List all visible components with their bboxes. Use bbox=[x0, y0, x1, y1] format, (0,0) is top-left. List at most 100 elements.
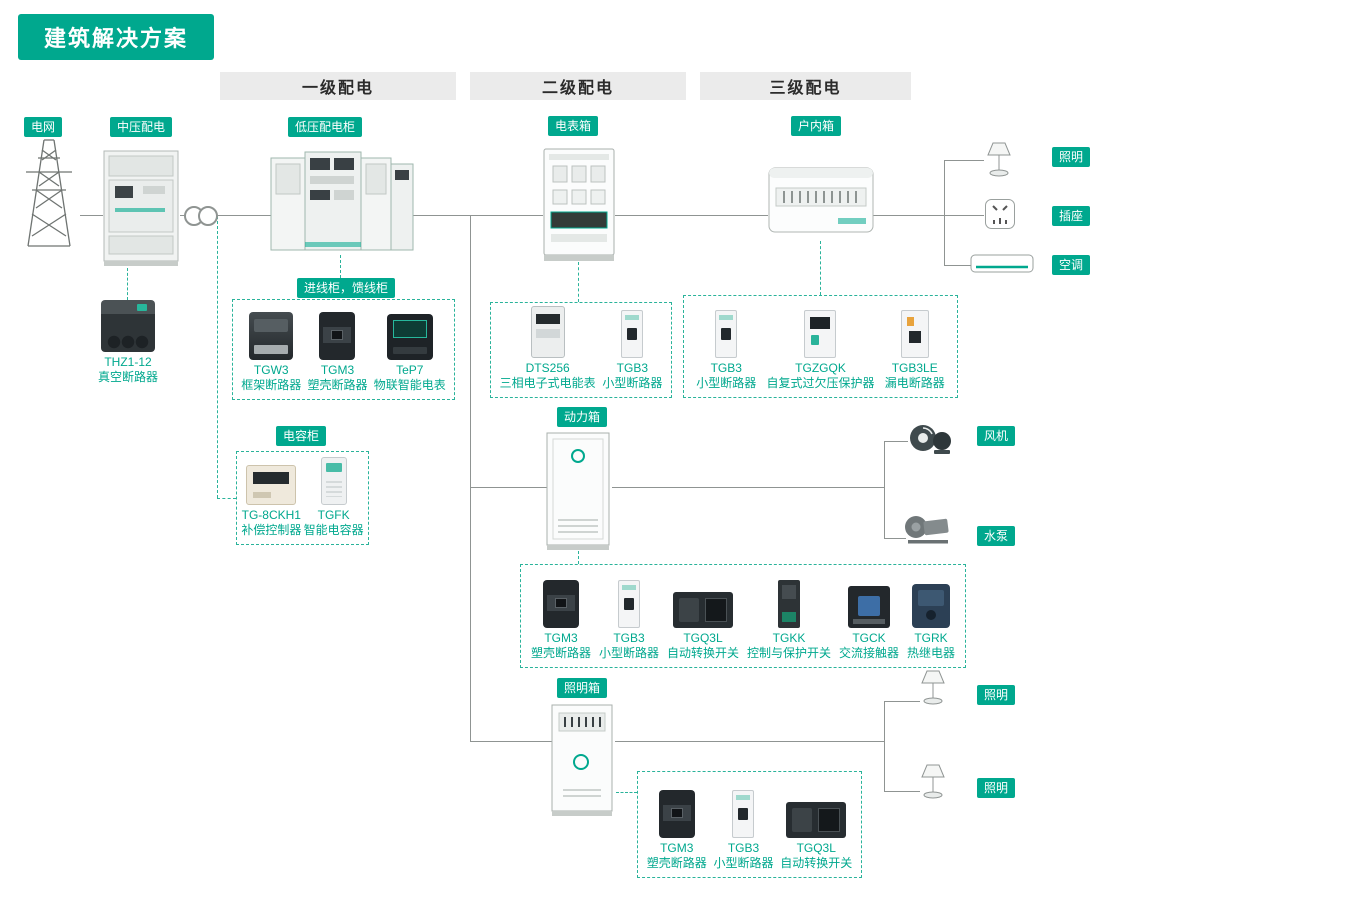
product-card: TGM3 塑壳断路器 bbox=[307, 308, 368, 393]
product-desc: 交流接触器 bbox=[838, 646, 899, 660]
product-name: TGM3 bbox=[660, 841, 694, 855]
line-mv-to-lv bbox=[180, 215, 272, 216]
product-desc: 塑壳断路器 bbox=[646, 856, 707, 870]
product-card: TeP7 物联智能电表 bbox=[374, 308, 446, 393]
line-indoor-to-branch bbox=[872, 215, 944, 216]
tag-fan: 风机 bbox=[977, 426, 1016, 446]
pump-icon bbox=[905, 516, 949, 544]
product-name: TGM3 bbox=[320, 363, 355, 377]
meter-box-image bbox=[543, 148, 615, 261]
product-desc: 物联智能电表 bbox=[373, 378, 446, 392]
tgm3-breaker-image bbox=[319, 312, 356, 360]
product-name: THZ1-12 bbox=[104, 355, 152, 369]
tag-lighting-box: 照明箱 bbox=[557, 678, 608, 698]
product-desc: 小型断路器 bbox=[696, 376, 757, 390]
product-name: TG-8CKH1 bbox=[241, 508, 301, 522]
product-card: TGZGQK 自复式过欠压保护器 bbox=[766, 306, 875, 391]
tag-meter-box: 电表箱 bbox=[548, 116, 599, 136]
product-name: TGB3LE bbox=[891, 361, 938, 375]
transformer-symbol-circle-2 bbox=[198, 206, 218, 226]
group-meter-box: DTS256 三相电子式电能表 TGB3 小型断路器 bbox=[490, 302, 672, 398]
line-stub-lamp-3 bbox=[884, 791, 920, 792]
tag-lighting-3: 照明 bbox=[977, 778, 1016, 798]
line-lamps-vertical bbox=[884, 701, 885, 791]
dashed-capacitor-stub bbox=[217, 498, 236, 499]
lv-switchgear-image bbox=[270, 151, 414, 251]
tgq3l-ats-image bbox=[672, 592, 733, 628]
dashed-lightbox-to-group bbox=[616, 792, 637, 793]
group-indoor-box: TGB3 小型断路器 TGZGQK 自复式过欠压保护器 TGB3LE 漏电断路器 bbox=[683, 295, 958, 398]
product-card: TGRK 热继电器 bbox=[907, 576, 955, 661]
tag-incoming-feeder: 进线柜，馈线柜 bbox=[297, 278, 396, 298]
indoor-box-image bbox=[768, 167, 874, 233]
product-name: TGQ3L bbox=[683, 631, 723, 645]
product-card: TGM3 塑壳断路器 bbox=[531, 576, 591, 661]
product-card: TGB3 小型断路器 bbox=[696, 306, 756, 391]
tgw3-breaker-image bbox=[249, 312, 294, 360]
line-power-to-branch bbox=[612, 487, 884, 488]
dashed-capacitor-branch bbox=[217, 216, 218, 498]
dashed-meter-to-group bbox=[578, 262, 579, 302]
lamp-icon-3 bbox=[921, 764, 945, 799]
line-lightbox-to-branch bbox=[615, 741, 884, 742]
product-desc: 自动转换开关 bbox=[666, 646, 739, 660]
product-card: TGFK 智能电容器 bbox=[304, 453, 364, 538]
tgrk-relay-image bbox=[911, 584, 950, 628]
tag-lv-cabinet: 低压配电柜 bbox=[288, 117, 363, 137]
line-stub-pump bbox=[884, 538, 906, 539]
group-power-box: TGM3 塑壳断路器 TGB3 小型断路器 TGQ3L 自动转换开关 TGKK … bbox=[520, 564, 966, 668]
product-name: TGZGQK bbox=[795, 361, 846, 375]
tgq3l-ats-image bbox=[786, 802, 847, 838]
product-card: TG-8CKH1 补偿控制器 bbox=[241, 453, 301, 538]
tag-ac: 空调 bbox=[1052, 255, 1091, 275]
thz-vacuum-breaker-image bbox=[101, 300, 155, 352]
product-desc: 塑壳断路器 bbox=[307, 378, 368, 392]
air-conditioner-icon bbox=[970, 254, 1034, 273]
tgb3-mcb-image bbox=[715, 310, 738, 358]
line-grid-to-mv bbox=[80, 215, 103, 216]
line-lv-to-meter bbox=[412, 215, 543, 216]
tgb3-mcb-image bbox=[621, 310, 644, 358]
dashed-lv-to-incoming bbox=[340, 255, 341, 278]
line-branch-vertical-right bbox=[944, 160, 945, 266]
product-desc: 热继电器 bbox=[906, 646, 955, 660]
product-name: TGB3 bbox=[727, 841, 760, 855]
tag-grid: 电网 bbox=[24, 117, 63, 137]
tag-capacitor-cabinet: 电容柜 bbox=[276, 426, 327, 446]
dashed-mv-to-thz bbox=[127, 268, 128, 300]
tgck-contactor-image bbox=[847, 586, 890, 628]
product-card: TGB3 小型断路器 bbox=[602, 306, 662, 391]
dashed-indoor-to-group bbox=[820, 241, 821, 295]
section-secondary-distribution: 二级配电 bbox=[470, 72, 686, 100]
tgfk-capacitor-image bbox=[320, 457, 347, 505]
group-lighting-box: TGM3 塑壳断路器 TGB3 小型断路器 TGQ3L 自动转换开关 bbox=[637, 771, 862, 878]
product-desc: 三相电子式电能表 bbox=[499, 376, 596, 390]
line-stub-socket bbox=[944, 215, 984, 216]
tep7-meter-image bbox=[386, 314, 433, 360]
thz-image-wrap bbox=[101, 300, 155, 352]
section-primary-distribution: 一级配电 bbox=[220, 72, 456, 100]
product-desc: 小型断路器 bbox=[713, 856, 774, 870]
power-box-image bbox=[546, 432, 610, 550]
tgb3le-rccb-image bbox=[900, 310, 929, 358]
tgm3-breaker-image bbox=[658, 790, 695, 838]
product-desc: 智能电容器 bbox=[303, 523, 364, 537]
product-name: TGQ3L bbox=[796, 841, 836, 855]
tag-lighting-2: 照明 bbox=[977, 685, 1016, 705]
product-desc: 自动转换开关 bbox=[780, 856, 853, 870]
dts256-meter-image bbox=[530, 306, 565, 358]
product-card: TGM3 塑壳断路器 bbox=[647, 786, 707, 871]
fan-icon bbox=[910, 425, 951, 454]
mv-cabinet-image bbox=[103, 150, 179, 266]
product-name: DTS256 bbox=[525, 361, 570, 375]
line-stub-lighting bbox=[944, 160, 984, 161]
line-stub-lamp-2 bbox=[884, 701, 920, 702]
product-desc: 漏电断路器 bbox=[884, 376, 945, 390]
product-desc: 小型断路器 bbox=[602, 376, 663, 390]
product-card: TGQ3L 自动转换开关 bbox=[667, 576, 739, 661]
tgkk-cps-image bbox=[777, 580, 800, 628]
product-name: TGM3 bbox=[544, 631, 578, 645]
lamp-icon-2 bbox=[921, 670, 945, 705]
group-incoming-feeder: TGW3 框架断路器 TGM3 塑壳断路器 TeP7 物联智能电表 bbox=[232, 299, 455, 400]
product-card: TGB3LE 漏电断路器 bbox=[885, 306, 945, 391]
